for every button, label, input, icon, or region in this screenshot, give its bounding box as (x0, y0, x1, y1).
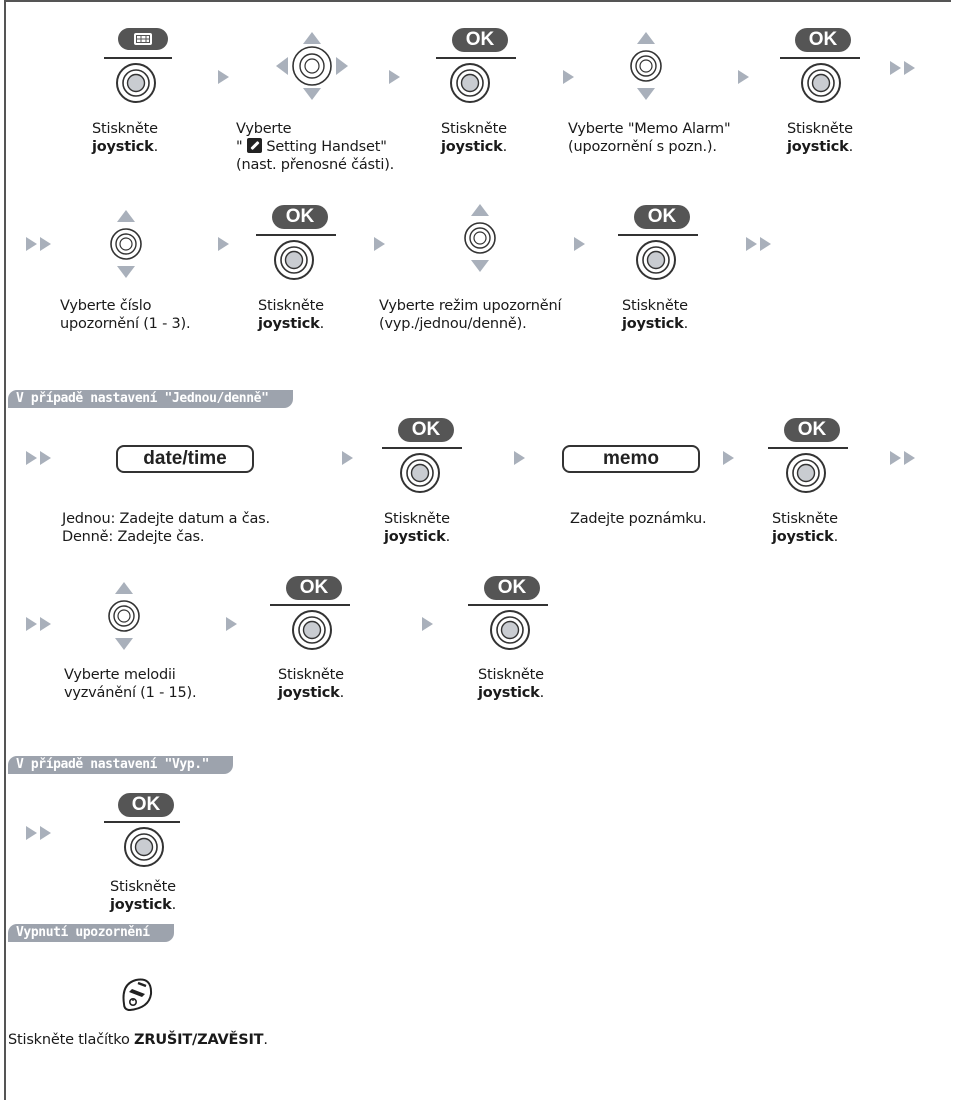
handset-setting-icon (246, 138, 262, 153)
step-caption: Stiskněte joystick. (384, 511, 450, 545)
step-caption: Vyberte číslo upozornění (1 - 3). (60, 298, 191, 332)
joystick-icon[interactable] (124, 827, 164, 867)
ok-button[interactable]: OK (452, 28, 508, 52)
step-caption: Stiskněte joystick. (787, 121, 853, 155)
joystick-icon[interactable] (450, 63, 490, 103)
menu-button[interactable] (118, 28, 168, 50)
step-caption: Stiskněte joystick. (441, 121, 507, 155)
divider (436, 57, 516, 59)
joystick-icon[interactable] (636, 240, 676, 280)
ok-button[interactable]: OK (484, 576, 540, 600)
divider (768, 447, 848, 449)
continue-arrow-icon (890, 61, 922, 75)
section-badge-off: V případě nastavení "Vyp." (8, 756, 234, 774)
joystick-icon[interactable] (786, 453, 826, 493)
step-caption: Stiskněte joystick. (622, 298, 688, 332)
next-arrow-icon (389, 70, 400, 84)
step-caption: Stiskněte joystick. (278, 667, 344, 701)
step-caption: Zadejte poznámku. (570, 511, 707, 527)
step-caption: Vyberte "Memo Alarm" (upozornění s pozn.… (568, 121, 731, 155)
step-caption: Stiskněte joystick. (258, 298, 324, 332)
step-caption: Stiskněte joystick. (92, 121, 158, 155)
up-down-navigation-icon[interactable] (458, 200, 502, 276)
menu-grid-icon (134, 33, 152, 45)
step-caption: Stiskněte joystick. (478, 667, 544, 701)
divider (618, 234, 698, 236)
divider (382, 447, 462, 449)
next-arrow-icon (514, 451, 525, 465)
up-down-navigation-icon[interactable] (104, 206, 148, 282)
joystick-icon[interactable] (116, 63, 156, 103)
up-down-navigation-icon[interactable] (624, 28, 668, 104)
joystick-icon[interactable] (801, 63, 841, 103)
step-caption: Vyberte " Setting Handset" (nast. přenos… (236, 121, 395, 173)
memo-key[interactable]: memo (562, 445, 700, 473)
up-down-navigation-icon[interactable] (102, 578, 146, 654)
ok-button[interactable]: OK (634, 205, 690, 229)
next-arrow-icon (218, 237, 229, 251)
continue-arrow-icon (890, 451, 922, 465)
next-arrow-icon (218, 70, 229, 84)
ok-button[interactable]: OK (286, 576, 342, 600)
step-caption: Stiskněte joystick. (772, 511, 838, 545)
joystick-icon[interactable] (274, 240, 314, 280)
next-arrow-icon (342, 451, 353, 465)
date-time-key[interactable]: date/time (116, 445, 254, 473)
joystick-icon[interactable] (490, 610, 530, 650)
next-arrow-icon (738, 70, 749, 84)
ok-button[interactable]: OK (784, 418, 840, 442)
ok-button[interactable]: OK (795, 28, 851, 52)
continue-arrow-icon (26, 826, 58, 840)
step-caption: Vyberte režim upozornění (vyp./jednou/de… (379, 298, 562, 332)
four-way-navigation-icon[interactable] (270, 26, 354, 106)
section-badge-disable: Vypnutí upozornění (8, 924, 174, 942)
next-arrow-icon (422, 617, 433, 631)
divider (468, 604, 548, 606)
disable-instruction: Stiskněte tlačítko ZRUŠIT/ZAVĚSIT. (8, 1032, 268, 1048)
section-badge-once-daily: V případě nastavení "Jednou/denně" (8, 390, 293, 408)
next-arrow-icon (563, 70, 574, 84)
divider (256, 234, 336, 236)
next-arrow-icon (226, 617, 237, 631)
key-name: ZRUŠIT/ZAVĚSIT (134, 1032, 264, 1048)
next-arrow-icon (723, 451, 734, 465)
divider (270, 604, 350, 606)
joystick-icon[interactable] (400, 453, 440, 493)
divider (104, 821, 180, 823)
next-arrow-icon (574, 237, 585, 251)
continue-arrow-icon (746, 237, 778, 251)
off-hook-cancel-icon[interactable] (116, 974, 156, 1014)
step-caption: Stiskněte joystick. (110, 879, 176, 913)
step-caption: Vyberte melodii vyzvánění (1 - 15). (64, 667, 197, 701)
joystick-icon[interactable] (292, 610, 332, 650)
ok-button[interactable]: OK (398, 418, 454, 442)
ok-button[interactable]: OK (272, 205, 328, 229)
divider (104, 57, 172, 59)
step-caption: Jednou: Zadejte datum a čas. Denně: Zade… (62, 511, 270, 545)
continue-arrow-icon (26, 617, 58, 631)
page-frame (4, 0, 951, 1100)
divider (780, 57, 860, 59)
ok-button[interactable]: OK (118, 793, 174, 817)
next-arrow-icon (374, 237, 385, 251)
continue-arrow-icon (26, 451, 58, 465)
continue-arrow-icon (26, 237, 58, 251)
